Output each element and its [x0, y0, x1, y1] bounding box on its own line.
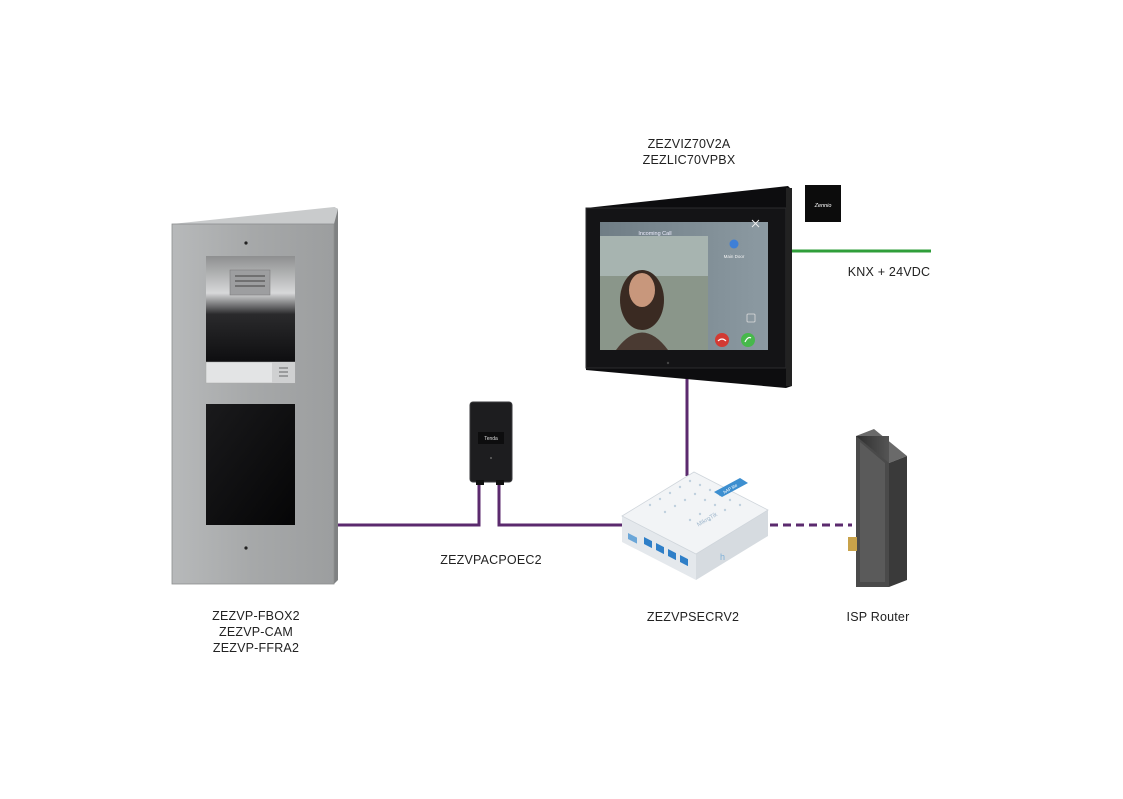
- monitor-labels: ZEZVIZ70V2A ZEZLIC70VPBX: [624, 136, 754, 168]
- outdoor-panel: [171, 207, 338, 585]
- isp-router: [848, 429, 907, 587]
- poe-brand: Tenda: [484, 436, 498, 442]
- monitor-label-1: ZEZVIZ70V2A: [647, 137, 731, 151]
- door-button-label: Main Door: [724, 254, 745, 259]
- screen-title: Incoming Call: [638, 231, 671, 237]
- license-card: Zennio: [805, 185, 841, 222]
- panel-led-icon: [244, 241, 248, 245]
- isp-router-label: ISP Router: [846, 610, 910, 624]
- door-key-icon: [729, 239, 739, 249]
- panel-led-bottom-icon: [244, 546, 248, 550]
- outdoor-panel-label-1: ZEZVP-FBOX2: [212, 609, 300, 623]
- switch-label: ZEZVPSECRV2: [646, 610, 740, 624]
- monitor-label-2: ZEZLIC70VPBX: [642, 153, 736, 167]
- outdoor-panel-label-3: ZEZVP-FFRA2: [212, 641, 300, 655]
- blank-glass-module: [206, 404, 295, 525]
- mute-speaker-icon: [746, 313, 756, 323]
- switch-tag-badge: [714, 478, 748, 497]
- close-icon: [751, 219, 760, 228]
- cable-panel-to-poe: [338, 484, 481, 527]
- poe-injector-label: ZEZVPACPOEC2: [440, 553, 542, 567]
- knx-label: KNX + 24VDC: [847, 265, 931, 279]
- answer-icon: [741, 333, 755, 347]
- outdoor-panel-labels: ZEZVP-FBOX2 ZEZVP-CAM ZEZVP-FFRA2: [191, 608, 321, 656]
- switch-ports: [644, 537, 688, 567]
- router-port-icon: [848, 537, 857, 551]
- switch-logo-icon: h: [720, 552, 725, 562]
- outdoor-panel-label-2: ZEZVP-CAM: [218, 625, 294, 639]
- cable-poe-to-switch: [497, 484, 628, 527]
- indoor-monitor: Incoming Call Main Door: [585, 186, 792, 388]
- speaker-grille-icon: [235, 275, 265, 287]
- poe-switch: MikroTik hAP lite h: [621, 471, 769, 580]
- button-lines-icon: [279, 367, 288, 377]
- license-brand: Zennio: [814, 203, 832, 209]
- hangup-icon: [715, 333, 729, 347]
- poe-injector: Tenda: [469, 401, 513, 485]
